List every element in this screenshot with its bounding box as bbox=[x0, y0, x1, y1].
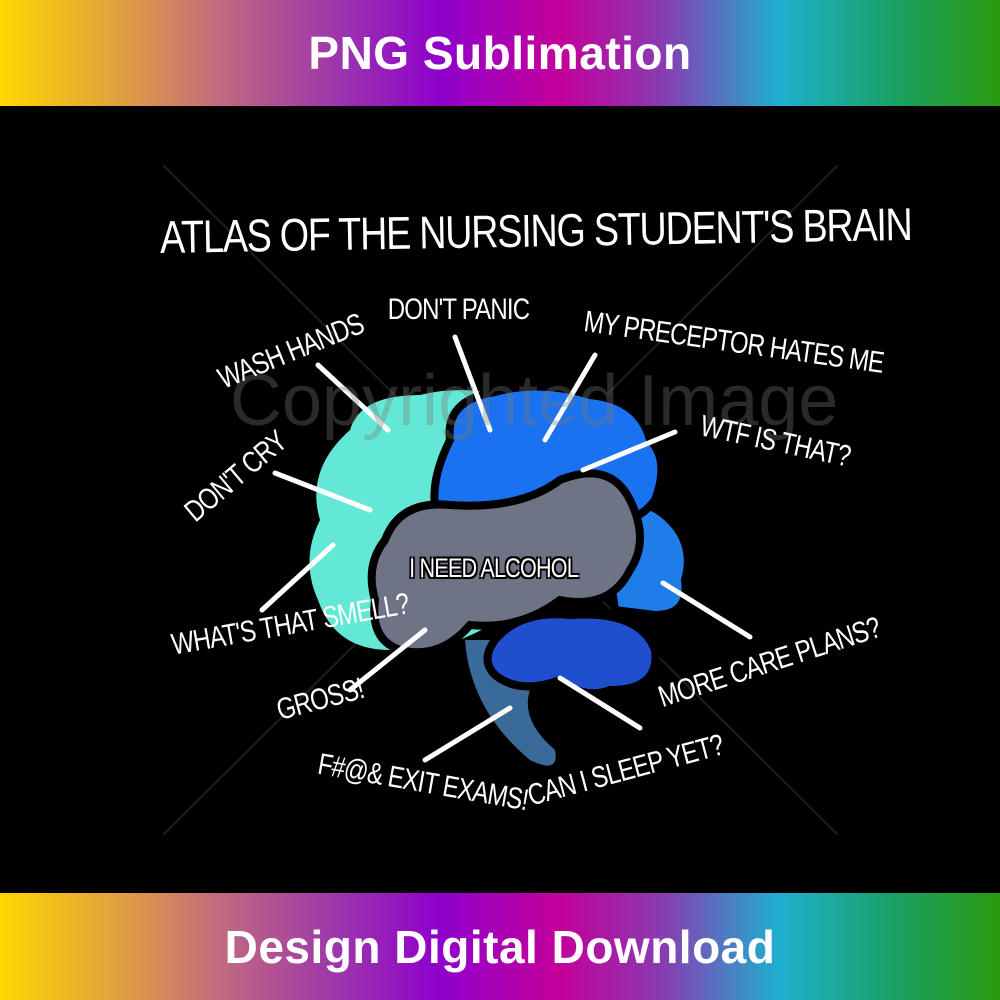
pointer-lines bbox=[259, 334, 753, 763]
bottom-banner: Design Digital Download bbox=[0, 893, 1000, 1000]
watermark: Copyrighted Image bbox=[230, 361, 839, 441]
bottom-banner-text: Design Digital Download bbox=[224, 920, 776, 973]
brain-illustration bbox=[162, 164, 839, 836]
label-dont-panic: DON'T PANIC bbox=[387, 293, 530, 326]
top-banner-text: PNG Sublimation bbox=[308, 27, 692, 79]
top-banner: PNG Sublimation bbox=[0, 0, 1000, 106]
label-alcohol: I NEED ALCOHOL bbox=[409, 553, 579, 583]
cerebellum bbox=[483, 610, 660, 698]
temporal-lobe bbox=[367, 469, 644, 657]
